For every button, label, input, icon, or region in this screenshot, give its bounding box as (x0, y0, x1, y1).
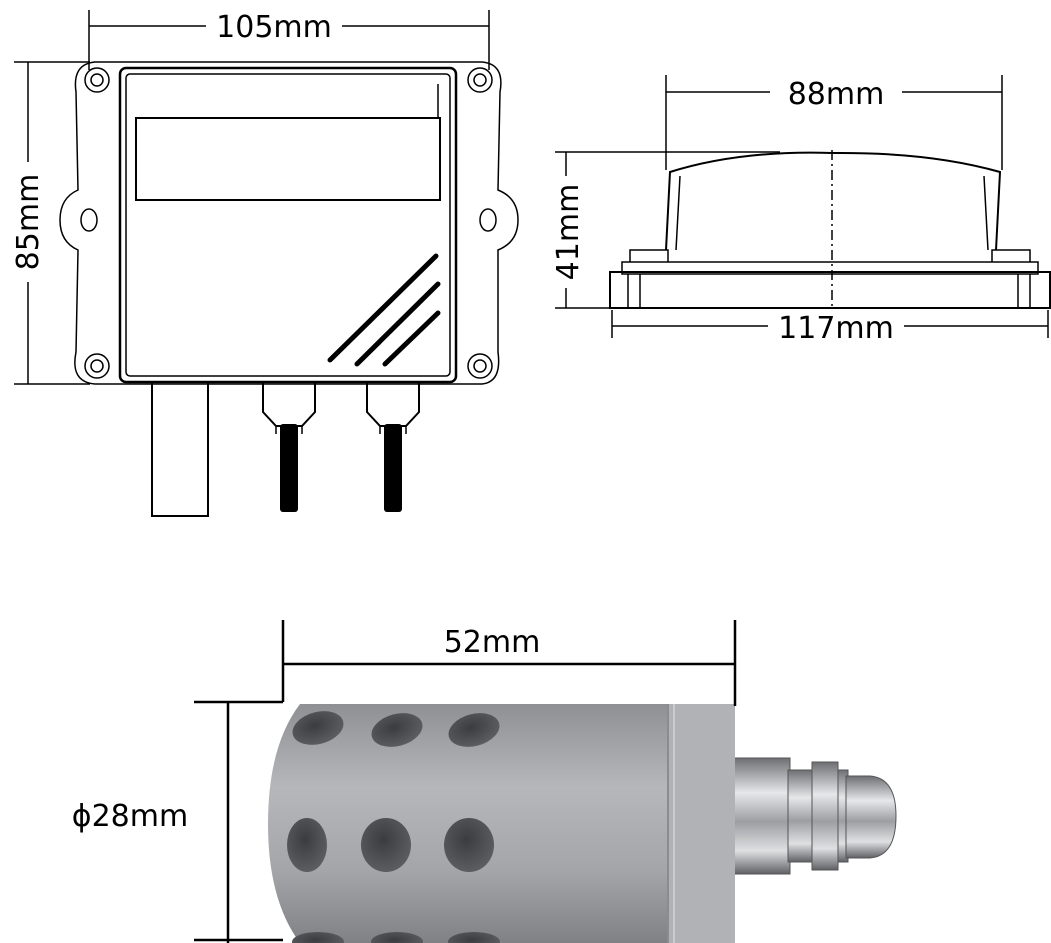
dimension-side-base-width (611, 310, 1049, 338)
dimension-side-top-width (665, 75, 1003, 170)
side-view (609, 150, 1051, 309)
slot-hole-right (479, 208, 497, 232)
screw-hole-bottom-left (84, 353, 110, 379)
dimension-front-height (14, 61, 90, 385)
slot-hole-left (80, 208, 98, 232)
label-side-height: 41mm (551, 184, 586, 281)
probe-fitting-dome (845, 775, 897, 859)
cable-gland-left (262, 382, 316, 427)
front-mounting-flange (59, 61, 519, 385)
dimension-side-height (555, 151, 780, 309)
label-front-width: 105mm (216, 10, 332, 45)
front-enclosure (118, 66, 458, 384)
display-window (135, 117, 441, 201)
cable-gland-right (366, 382, 420, 427)
label-side-top-width: 88mm (788, 77, 885, 112)
label-probe-diameter: ϕ28mm (72, 799, 188, 834)
cable-right (384, 424, 402, 512)
label-front-height: 85mm (11, 174, 46, 271)
cable-left (280, 424, 298, 512)
dimension-front-width (88, 10, 490, 70)
decorative-stripes (327, 253, 441, 367)
dimension-probe-diameter (194, 702, 283, 943)
label-side-base-width: 117mm (778, 311, 894, 346)
screw-hole-top-left (84, 67, 110, 93)
probe-view (268, 704, 897, 943)
screw-hole-top-right (467, 67, 493, 93)
probe-body (268, 704, 735, 943)
screw-hole-bottom-right (467, 353, 493, 379)
front-view (59, 61, 519, 517)
side-base (609, 271, 1051, 309)
dimension-probe-length (194, 620, 737, 706)
probe-vent-holes (287, 711, 500, 943)
label-probe-length: 52mm (444, 625, 541, 660)
side-cover (665, 151, 1002, 251)
side-step (629, 249, 669, 262)
probe-stem (151, 381, 209, 517)
probe-fitting-nut (729, 757, 791, 875)
